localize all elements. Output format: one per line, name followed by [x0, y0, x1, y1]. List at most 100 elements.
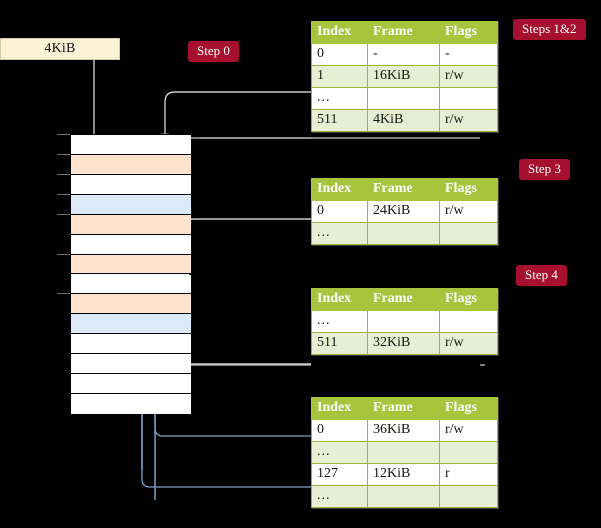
table-cell: ... — [311, 441, 368, 464]
table-cell: r/w — [439, 109, 498, 132]
wire-t4-row127-to-frame — [141, 413, 311, 488]
memory-frame-row — [71, 194, 191, 215]
column-header-flags: Flags — [439, 397, 498, 420]
source-box-4kib: 4KiB — [0, 38, 120, 60]
table-cell: 24KiB — [367, 200, 440, 223]
table-cell: r/w — [439, 65, 498, 88]
table-cell: 0 — [311, 200, 368, 223]
memory-frame-row — [71, 394, 191, 414]
memory-tick — [57, 193, 70, 195]
memory-frame-row — [71, 374, 191, 395]
table-cell: r/w — [439, 200, 498, 223]
badge-step-3: Step 3 — [519, 159, 570, 180]
table-cell: ... — [311, 87, 368, 110]
badge-steps-1-2: Steps 1&2 — [513, 19, 586, 40]
memory-frame-row — [71, 154, 191, 175]
table-cell: r/w — [439, 332, 498, 355]
memory-tick — [57, 213, 70, 215]
table-cell: ... — [311, 222, 368, 245]
table-row: ... — [311, 441, 498, 464]
column-header-flags: Flags — [439, 21, 498, 44]
badge-step-0: Step 0 — [188, 41, 239, 62]
table-cell: ... — [311, 310, 368, 333]
table-row: ... — [311, 222, 498, 245]
memory-frame-row — [71, 135, 191, 155]
table-cell: 511 — [311, 109, 368, 132]
memory-frame-row — [71, 234, 191, 255]
memory-tick — [57, 253, 70, 255]
wire-step3-to-frame — [176, 218, 311, 261]
column-header-flags: Flags — [439, 178, 498, 201]
memory-tick — [57, 293, 70, 295]
table-cell — [367, 87, 440, 110]
physical-memory-column — [70, 134, 191, 414]
wire-steps12-to-frame — [161, 91, 311, 142]
table-cell — [439, 222, 498, 245]
column-header-frame: Frame — [367, 397, 440, 420]
table-cell: 0 — [311, 43, 368, 66]
table-row: ... — [311, 485, 498, 508]
column-header-frame: Frame — [367, 21, 440, 44]
memory-frame-row — [71, 294, 191, 315]
table-cell: 4KiB — [367, 109, 440, 132]
table-cell: 1 — [311, 65, 368, 88]
table-cell: 511 — [311, 332, 368, 355]
column-header-index: Index — [311, 21, 368, 44]
table-cell: ... — [311, 485, 368, 508]
memory-frame-row — [71, 314, 191, 335]
table-cell — [367, 441, 440, 464]
column-header-frame: Frame — [367, 178, 440, 201]
table-cell: 12KiB — [367, 463, 440, 486]
table-cell: r/w — [439, 419, 498, 442]
table-cell — [439, 87, 498, 110]
table-cell: 0 — [311, 419, 368, 442]
table-cell: 36KiB — [367, 419, 440, 442]
column-header-flags: Flags — [439, 288, 498, 311]
memory-frame-row — [71, 334, 191, 355]
table-cell: - — [439, 43, 498, 66]
memory-frame-row — [71, 214, 191, 235]
column-header-index: Index — [311, 288, 368, 311]
table-cell: r — [439, 463, 498, 486]
table-cell — [367, 485, 440, 508]
column-header-frame: Frame — [367, 288, 440, 311]
badge-step-4: Step 4 — [516, 265, 567, 286]
memory-frame-row — [71, 274, 191, 295]
wire-step4-to-frame — [176, 309, 311, 365]
table-row: 0-- — [311, 43, 498, 66]
table-cell: - — [367, 43, 440, 66]
memory-frame-row — [71, 254, 191, 275]
memory-tick — [57, 173, 70, 175]
table-cell: 32KiB — [367, 332, 440, 355]
table-cell — [439, 441, 498, 464]
table-cell — [367, 310, 440, 333]
source-box-label: 4KiB — [44, 41, 76, 56]
column-header-index: Index — [311, 397, 368, 420]
table-cell — [439, 310, 498, 333]
column-header-index: Index — [311, 178, 368, 201]
memory-frame-row — [71, 354, 191, 375]
wire-t4-row0-to-frame — [154, 413, 311, 437]
table-cell — [367, 222, 440, 245]
table-cell: 127 — [311, 463, 368, 486]
memory-tick — [57, 134, 70, 135]
table-cell: 16KiB — [367, 65, 440, 88]
memory-tick — [57, 153, 70, 155]
table-row: ... — [311, 310, 498, 333]
memory-frame-row — [71, 174, 191, 195]
